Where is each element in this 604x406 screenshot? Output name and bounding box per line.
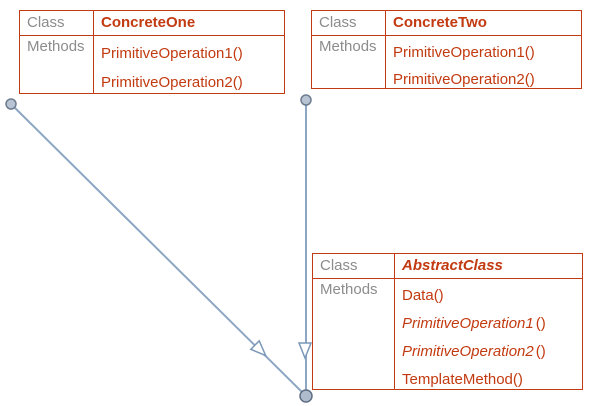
connector-dot-concrete-one[interactable] [5,98,17,110]
class-box-abstract-class[interactable]: Class AbstractClass Methods Data() Primi… [312,253,583,390]
methods-list: Data() PrimitiveOperation1() PrimitiveOp… [395,279,582,389]
method-entry: PrimitiveOperation1() [402,310,576,338]
method-entry: PrimitiveOperation2() [393,66,575,88]
methods-row-label: Methods [312,36,386,88]
class-name: AbstractClass [395,254,582,279]
inheritance-arrowhead-diagonal [249,339,268,358]
inheritance-arrowhead-vertical [297,342,313,361]
class-row-label: Class [312,11,386,36]
method-entry: PrimitiveOperation1() [101,39,278,68]
method-entry: PrimitiveOperation1() [393,39,575,66]
method-name: Data [402,287,434,304]
class-name: ConcreteTwo [386,11,581,36]
method-parens: () [433,287,444,304]
methods-row-label: Methods [20,36,94,93]
method-parens: () [232,45,243,62]
class-row-label: Class [20,11,94,36]
methods-list: PrimitiveOperation1() PrimitiveOperation… [386,36,581,88]
connector-dot-junction[interactable] [299,389,313,403]
method-parens: () [524,44,535,61]
class-name: ConcreteOne [94,11,284,36]
method-parens: () [524,71,535,88]
method-parens: () [535,315,546,332]
method-name: PrimitiveOperation2 [402,343,534,360]
method-name: PrimitiveOperation1 [393,44,525,61]
method-name: PrimitiveOperation2 [101,74,233,91]
method-parens: () [535,343,546,360]
method-entry: PrimitiveOperation2() [101,68,278,93]
class-box-concrete-two[interactable]: Class ConcreteTwo Methods PrimitiveOpera… [311,10,582,89]
methods-list: PrimitiveOperation1() PrimitiveOperation… [94,36,284,93]
connector-dot-concrete-two[interactable] [300,94,312,106]
method-parens: () [232,74,243,91]
method-name: PrimitiveOperation1 [101,45,233,62]
class-row-label: Class [313,254,395,279]
class-box-concrete-one[interactable]: Class ConcreteOne Methods PrimitiveOpera… [19,10,285,94]
method-name: PrimitiveOperation2 [393,71,525,88]
method-entry: TemplateMethod() [402,366,576,389]
method-entry: Data() [402,282,576,310]
methods-row-label: Methods [313,279,395,389]
method-entry: PrimitiveOperation2() [402,338,576,366]
method-name: PrimitiveOperation1 [402,315,534,332]
method-name: TemplateMethod [402,371,513,388]
method-parens: () [512,371,523,388]
